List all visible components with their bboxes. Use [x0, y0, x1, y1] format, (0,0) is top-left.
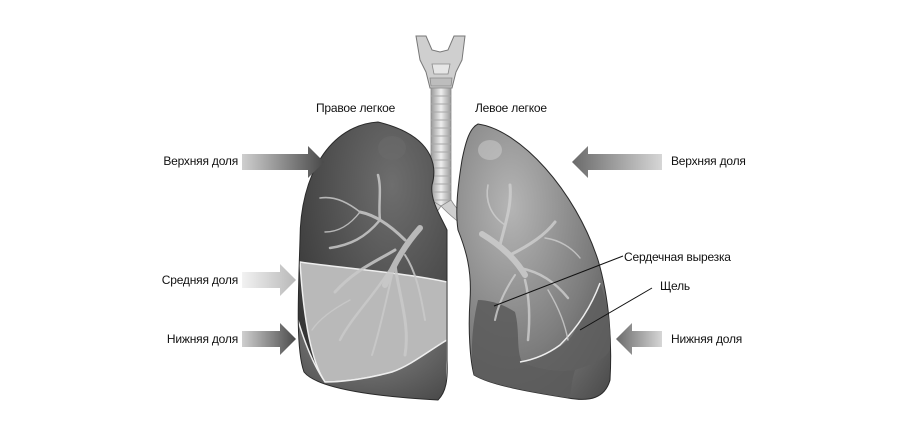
cardiac-notch-leader: [493, 255, 624, 307]
left-lower-lobe: [522, 283, 611, 371]
right-bronchial-tree: [311, 173, 426, 357]
middle-lobe-label: Средняя доля: [161, 273, 238, 287]
right-lung: [297, 121, 448, 401]
arrow-lower-lobe-left: [242, 323, 296, 355]
arrow-middle-lobe: [242, 264, 296, 296]
cardiac-notch-label: Сердечная вырезка: [624, 250, 731, 264]
left-fissure-line: [519, 282, 601, 363]
larynx: [415, 35, 466, 89]
left-bronchial-tree: [479, 183, 581, 342]
right-lower-lobe: [298, 291, 448, 400]
lower-lobe-label-right: Нижняя доля: [671, 332, 743, 346]
upper-lobe-label-left: Верхняя доля: [163, 154, 238, 168]
fissure-leader: [579, 287, 653, 331]
right-lung-label: Правое легкое: [316, 101, 396, 115]
lower-lobe-label-left: Нижняя доля: [166, 332, 238, 346]
left-lung-label: Левое легкое: [475, 101, 547, 115]
arrow-lower-lobe-right: [616, 323, 662, 355]
arrow-upper-lobe-right: [572, 146, 662, 178]
left-lung: [456, 123, 612, 400]
upper-lobe-label-right: Верхняя доля: [671, 154, 746, 168]
cardiac-notch-region: [471, 300, 575, 398]
fissure-label: Щель: [660, 279, 690, 293]
arrow-upper-lobe-left: [242, 146, 324, 178]
